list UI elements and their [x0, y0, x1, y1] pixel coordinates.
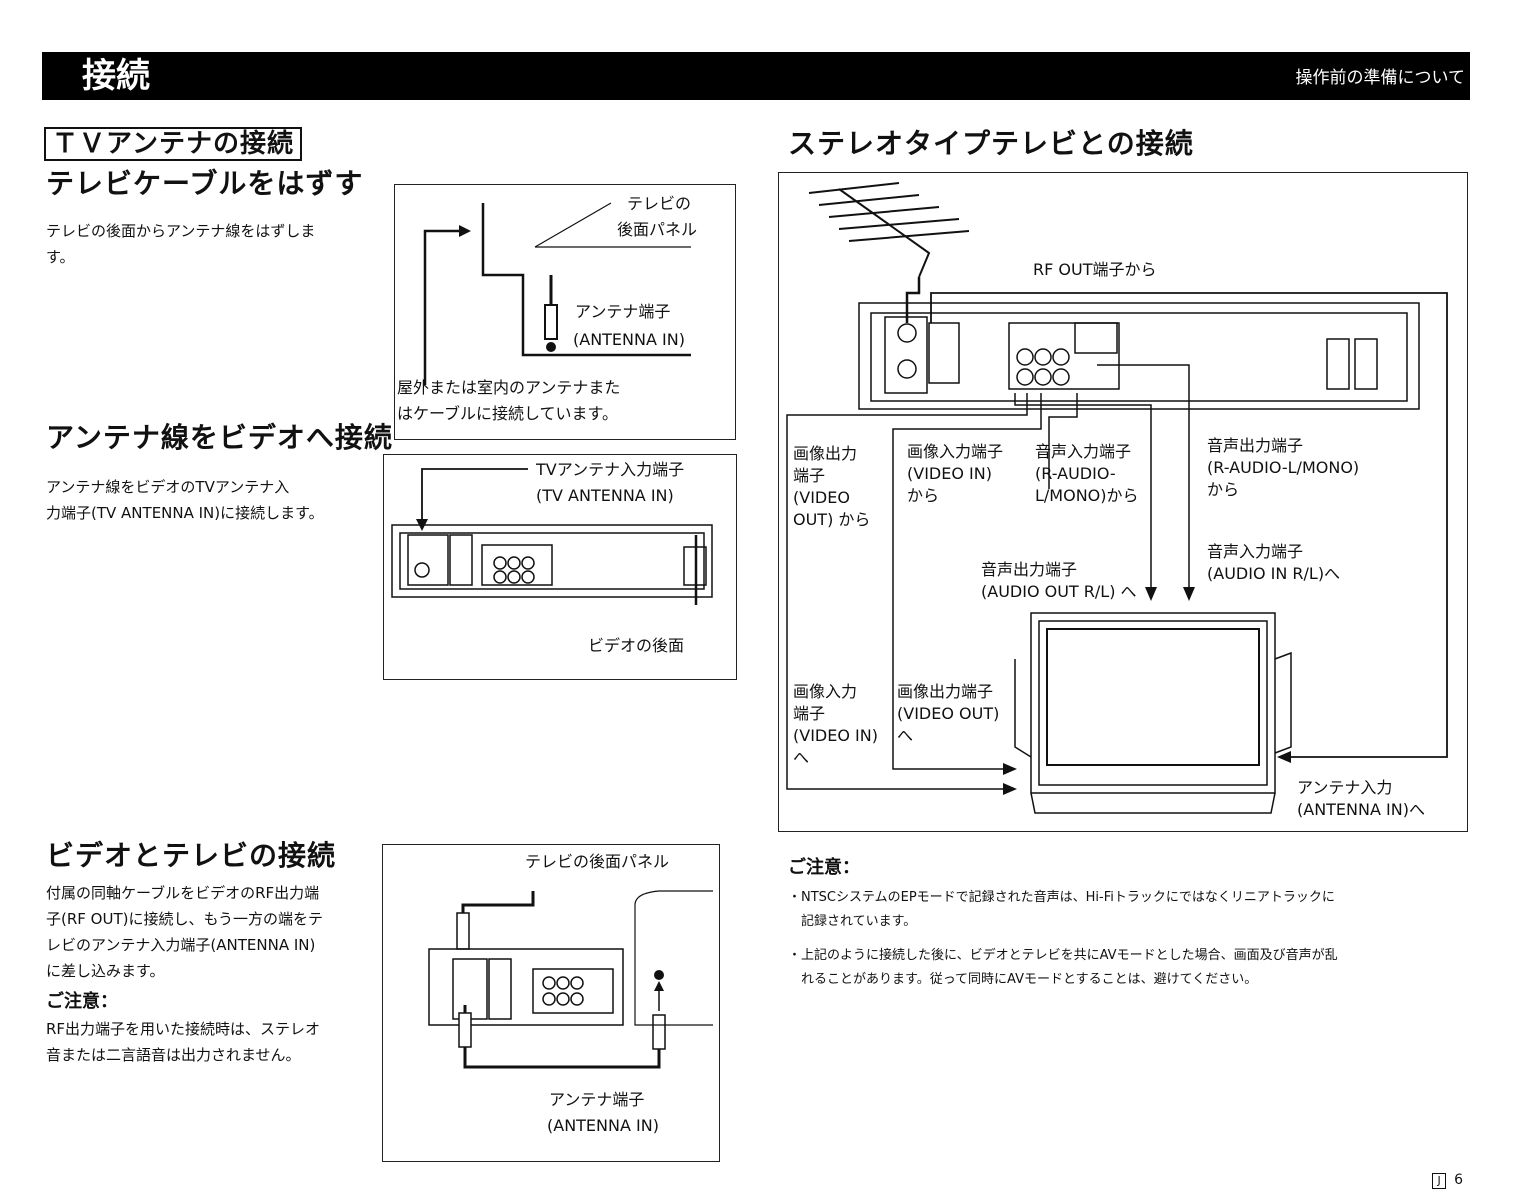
label-antenna-en: (ANTENNA IN) — [573, 330, 685, 349]
stereo-note-2: ・上記のように接続した後に、ビデオとテレビを共にAVモードとした場合、画面及び音… — [788, 948, 1338, 987]
label-video-out-from: 画像出力端子 (VIDEO OUT) から — [793, 444, 871, 529]
label-audio-in-to: 音声入力端子(AUDIO IN R/L)へ — [1207, 542, 1341, 583]
figure-stereo-tv-drawing — [786, 182, 1448, 814]
figure-vcr-antenna: TVアンテナ入力端子 (TV ANTENNA IN) ビデオの後面 — [383, 454, 737, 680]
section-connect-video-title: アンテナ線をビデオへ接続 — [46, 421, 393, 454]
label-tv-antenna-en: (TV ANTENNA IN) — [536, 486, 674, 505]
label-audio-in-from: 音声入力端子(R-AUDIO- L/MONO)から — [1035, 442, 1139, 505]
label-outdoor-2: はケーブルに接続しています。 — [397, 404, 618, 423]
label-antenna-jp: アンテナ端子 — [575, 302, 671, 321]
figure-remove-cable-drawing — [423, 202, 691, 385]
figure-remove-cable: テレビの 後面パネル アンテナ端子 (ANTENNA IN) 屋外または室内のア… — [394, 184, 736, 440]
section-vcr-tv-title: ビデオとテレビの接続 — [46, 839, 337, 872]
figure-stereo-tv: RF OUT端子から 画像出力端子 (VIDEO OUT) から 画像入力端子(… — [778, 172, 1468, 832]
figure-vcr-tv-rf: テレビの後面パネル アンテナ端子 (ANTENNA IN) — [382, 844, 720, 1162]
label-antenna-jp-2: アンテナ端子 — [549, 1090, 645, 1109]
tv-antenna-title: ＴＶアンテナの接続 — [44, 126, 302, 162]
label-vcr-rear: ビデオの後面 — [588, 636, 685, 655]
label-video-out-to: 画像出力端子(VIDEO OUT) へ — [897, 682, 1000, 745]
page-number-value: 6 — [1454, 1172, 1463, 1188]
stereo-tv-title: ステレオタイプテレビとの接続 — [788, 127, 1194, 160]
section-vcr-tv-note-title: ご注意： — [46, 991, 118, 1012]
section-remove-cable-title: テレビケーブルをはずす — [46, 167, 364, 200]
page-section-label: 操作前の準備について — [1295, 68, 1466, 88]
label-audio-out-from: 音声出力端子(R-AUDIO-L/MONO) から — [1207, 436, 1360, 499]
label-tv-antenna-jp: TVアンテナ入力端子 — [536, 460, 685, 479]
page-title: 接続 — [82, 56, 150, 96]
figure-vcr-tv-rf-drawing — [428, 890, 713, 1069]
section-connect-video-body: アンテナ線をビデオのTVアンテナ入力端子(TV ANTENNA IN)に接続しま… — [46, 478, 324, 522]
stereo-note-title: ご注意： — [788, 857, 860, 878]
section-vcr-tv-body: 付属の同軸ケーブルをビデオのRF出力端子(RF OUT)に接続し、もう一方の端を… — [46, 884, 324, 980]
label-tv-panel-1: テレビの — [627, 194, 692, 213]
label-tv-rear-panel: テレビの後面パネル — [525, 852, 670, 871]
label-video-in-from: 画像入力端子(VIDEO IN) から — [907, 442, 1004, 505]
figure-vcr-rear-drawing — [391, 468, 713, 605]
label-video-in-to: 画像入力端子 (VIDEO IN)へ — [793, 682, 878, 767]
lang-mark: J — [1432, 1173, 1447, 1189]
header-bar — [42, 52, 1470, 100]
label-rf-out: RF OUT端子から — [1033, 260, 1157, 279]
label-antenna-en-2: (ANTENNA IN) — [547, 1116, 659, 1135]
section-vcr-tv-note-body: RF出力端子を用いた接続時は、ステレオ音または二言語音は出力されません。 — [46, 1020, 321, 1064]
label-outdoor-1: 屋外または室内のアンテナまた — [397, 378, 621, 397]
label-antenna-in-to: アンテナ入力(ANTENNA IN)へ — [1297, 778, 1425, 819]
label-tv-panel-2: 後面パネル — [617, 220, 698, 239]
section-remove-cable-body: テレビの後面からアンテナ線をはずします。 — [46, 222, 316, 266]
label-audio-out-to: 音声出力端子(AUDIO OUT R/L) へ — [981, 560, 1137, 601]
stereo-note-1: ・NTSCシステムのEPモードで記録された音声は、Hi-Fiトラックにではなくリ… — [788, 890, 1335, 929]
